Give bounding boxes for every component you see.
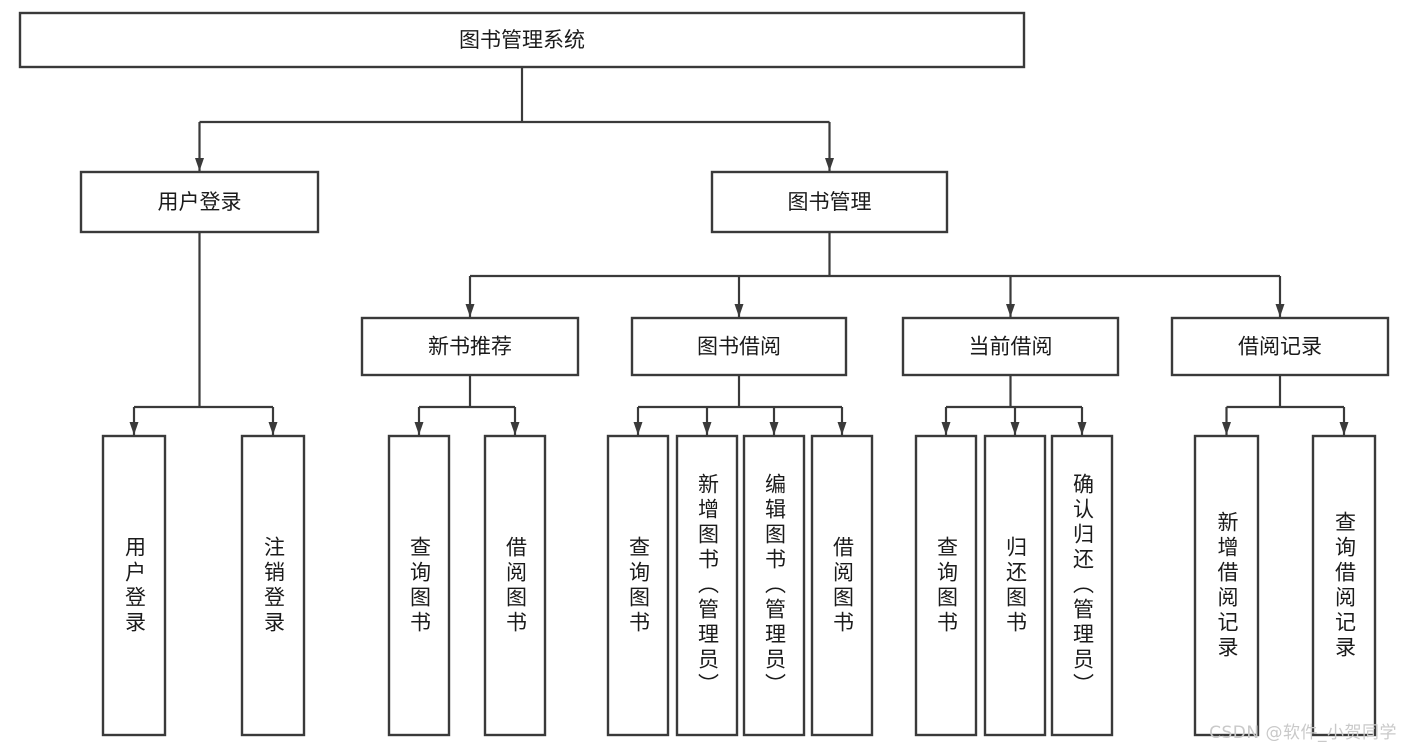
node-box: [630, 316, 848, 377]
csdn-watermark: CSDN @软件_小贺同学: [1209, 723, 1397, 743]
arrow-head-icon: [1077, 422, 1087, 435]
node-leaf-query-book-rec[interactable]: [387, 434, 451, 737]
node-box: [710, 170, 949, 234]
node-label: 用户登录: [158, 190, 242, 214]
node-box: [18, 11, 1026, 69]
node-box: [983, 434, 1047, 737]
arrow-head-icon: [837, 422, 847, 435]
node-root[interactable]: 图书管理系统: [18, 11, 1026, 69]
node-leaf-add-borrow-record[interactable]: [1193, 434, 1260, 737]
node-leaf-add-book-admin[interactable]: [675, 434, 739, 737]
node-label: 当前借阅: [969, 335, 1053, 359]
node-box: [483, 434, 547, 737]
node-leaf-borrow-book-rec[interactable]: [483, 434, 547, 737]
node-user-login[interactable]: 用户登录: [79, 170, 320, 234]
node-box: [742, 434, 806, 737]
node-box: [101, 434, 167, 737]
node-book-borrow[interactable]: 图书借阅: [630, 316, 848, 377]
node-box: [1311, 434, 1377, 737]
node-leaf-return-book[interactable]: [983, 434, 1047, 737]
node-book-manage[interactable]: 图书管理: [710, 170, 949, 234]
node-label: 借阅记录: [1238, 335, 1322, 359]
node-box: [606, 434, 670, 737]
arrow-head-icon: [1010, 422, 1020, 435]
arrow-head-icon: [769, 422, 779, 435]
arrow-head-icon: [129, 422, 139, 435]
node-box: [240, 434, 306, 737]
arrow-head-icon: [941, 422, 951, 435]
arrow-head-icon: [734, 304, 744, 317]
arrow-head-icon: [1222, 422, 1231, 435]
node-box: [360, 316, 580, 377]
node-label: 新书推荐: [428, 335, 512, 359]
node-box: [79, 170, 320, 234]
arrow-head-icon: [465, 304, 475, 317]
node-box: [387, 434, 451, 737]
node-box: [1170, 316, 1390, 377]
node-leaf-borrow-book[interactable]: [810, 434, 874, 737]
node-leaf-query-book-borrow[interactable]: [606, 434, 670, 737]
node-label: 图书管理: [788, 190, 872, 214]
node-borrow-record[interactable]: 借阅记录: [1170, 316, 1390, 377]
node-box: [675, 434, 739, 737]
node-leaf-logout-login[interactable]: [240, 434, 306, 737]
node-box: [901, 316, 1120, 377]
node-leaf-confirm-return-admin[interactable]: [1050, 434, 1114, 737]
arrow-head-icon: [702, 422, 712, 435]
arrow-head-icon: [195, 158, 204, 171]
node-box: [810, 434, 874, 737]
node-box: [914, 434, 978, 737]
arrow-head-icon: [268, 422, 278, 435]
arrow-head-icon: [633, 422, 643, 435]
node-label: 图书管理系统: [459, 28, 585, 52]
arrow-head-icon: [510, 422, 520, 435]
node-label: 图书借阅: [697, 335, 781, 359]
node-new-book-recommend[interactable]: 新书推荐: [360, 316, 580, 377]
arrow-head-icon: [1006, 304, 1015, 317]
node-box: [1193, 434, 1260, 737]
node-leaf-user-login[interactable]: [101, 434, 167, 737]
connector-layer: [129, 67, 1349, 435]
node-box: [1050, 434, 1114, 737]
arrow-head-icon: [1339, 422, 1349, 435]
node-leaf-edit-book-admin[interactable]: [742, 434, 806, 737]
arrow-head-icon: [825, 158, 834, 171]
arrow-head-icon: [414, 422, 424, 435]
node-leaf-query-book-current[interactable]: [914, 434, 978, 737]
node-current-borrow[interactable]: 当前借阅: [901, 316, 1120, 377]
node-leaf-query-borrow-record[interactable]: [1311, 434, 1377, 737]
arrow-head-icon: [1275, 304, 1285, 317]
